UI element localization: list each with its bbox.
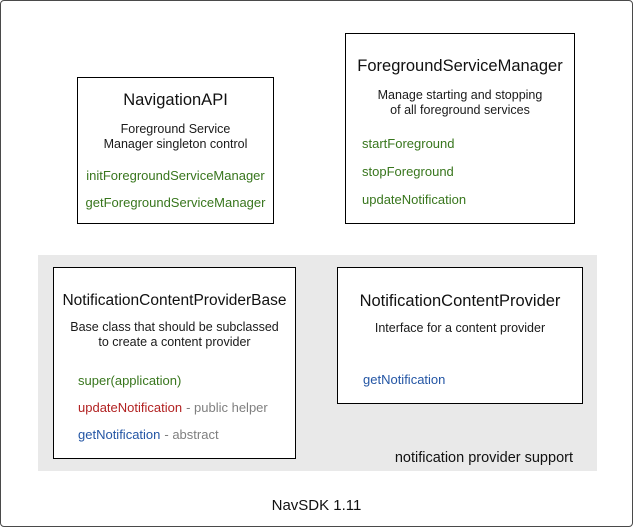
class-box-navigation-api: NavigationAPI Foreground Service Manager… <box>77 77 274 224</box>
method-list: initForegroundServiceManager getForegrou… <box>78 168 273 210</box>
method-annotation: - abstract <box>164 427 219 442</box>
class-description: Interface for a content provider <box>338 321 582 336</box>
class-title: NavigationAPI <box>123 91 228 109</box>
class-title: NotificationContentProvider <box>359 292 561 310</box>
description-line: Manager singleton control <box>103 137 248 151</box>
class-title: NotificationContentProviderBase <box>62 292 287 309</box>
method-name: super(application) <box>78 373 182 388</box>
description-line: Interface for a content provider <box>374 321 546 335</box>
method-name: updateNotification <box>362 192 467 207</box>
method-list: getNotification <box>338 372 582 387</box>
method-item: super(application) <box>78 373 295 388</box>
method-item: updateNotification- public helper <box>78 400 295 415</box>
method-name: getNotification <box>78 427 161 442</box>
method-name: getForegroundServiceManager <box>85 195 266 210</box>
method-list: super(application) updateNotification- p… <box>54 373 295 442</box>
description-line: of all foreground services <box>390 103 530 117</box>
description-line: Manage starting and stopping <box>377 88 543 102</box>
method-name: startForeground <box>362 136 455 151</box>
description-line: Base class that should be subclassed <box>70 320 279 334</box>
method-item: initForegroundServiceManager <box>78 168 273 183</box>
method-name: stopForeground <box>362 164 454 179</box>
method-name: initForegroundServiceManager <box>86 168 265 183</box>
method-item: startForeground <box>362 136 574 151</box>
class-description: Foreground Service Manager singleton con… <box>78 122 273 152</box>
method-annotation: - public helper <box>186 400 268 415</box>
group-caption: notification provider support <box>394 450 573 466</box>
class-box-notification-content-provider-base: NotificationContentProviderBase Base cla… <box>53 267 296 459</box>
method-item: updateNotification <box>362 192 574 207</box>
method-name: updateNotification <box>78 400 183 415</box>
class-description: Manage starting and stopping of all fore… <box>346 88 574 118</box>
description-line: to create a content provider <box>98 335 251 349</box>
method-name: getNotification <box>363 372 446 387</box>
method-item: getNotification- abstract <box>78 427 295 442</box>
method-item: getNotification <box>363 372 582 387</box>
method-list: startForeground stopForeground updateNot… <box>346 136 574 207</box>
description-line: Foreground Service <box>120 122 231 136</box>
class-title: ForegroundServiceManager <box>357 57 563 75</box>
diagram-title: NavSDK 1.11 <box>271 497 362 514</box>
class-box-foreground-service-manager: ForegroundServiceManager Manage starting… <box>345 33 575 224</box>
method-item: stopForeground <box>362 164 574 179</box>
class-description: Base class that should be subclassed to … <box>54 320 295 350</box>
method-item: getForegroundServiceManager <box>78 195 273 210</box>
class-box-notification-content-provider: NotificationContentProvider Interface fo… <box>337 267 583 404</box>
